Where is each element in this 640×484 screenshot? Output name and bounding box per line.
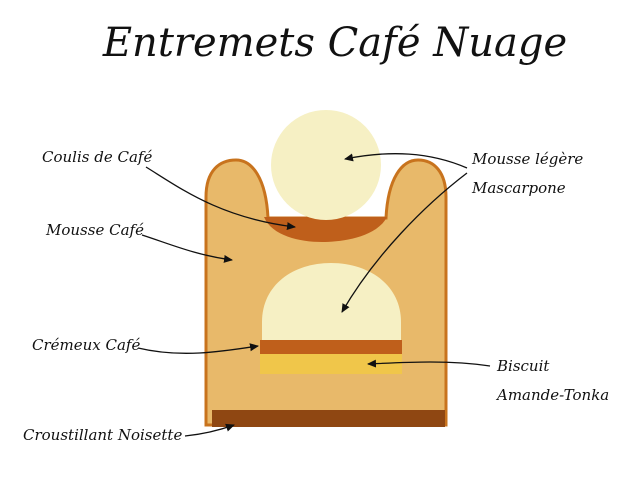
croustillant-layer [212, 410, 445, 427]
diagram-title: Entremets Café Nuage [102, 20, 567, 66]
label-biscuit: Biscuit [496, 357, 550, 375]
label-coulis-de-cafe: Coulis de Café [42, 148, 152, 166]
mousse-legere-dome-leader-arrow [341, 172, 468, 313]
biscuit-leader-arrow [367, 359, 491, 368]
label-mousse-legere: Mousse légère [471, 150, 583, 168]
label-amande-tonka: Amande-Tonka [495, 386, 609, 404]
cremeux-layer [260, 340, 402, 354]
coulis-leader-arrow [145, 166, 296, 231]
biscuit-layer [260, 354, 402, 374]
label-cremeux-cafe: Crémeux Café [32, 336, 140, 354]
label-croustillant-noisette: Croustillant Noisette [23, 426, 182, 444]
label-mousse-cafe: Mousse Café [45, 221, 144, 239]
croustillant-leader-arrow [184, 423, 235, 437]
cremeux-leader-arrow [137, 343, 259, 354]
label-mascarpone: Mascarpone [471, 179, 566, 197]
mousse-cafe-leader-arrow [141, 234, 233, 263]
mascarpone-dome [262, 263, 401, 341]
mousse-legere-top-leader-arrow [344, 153, 468, 169]
mascarpone-sphere-top [271, 110, 381, 220]
